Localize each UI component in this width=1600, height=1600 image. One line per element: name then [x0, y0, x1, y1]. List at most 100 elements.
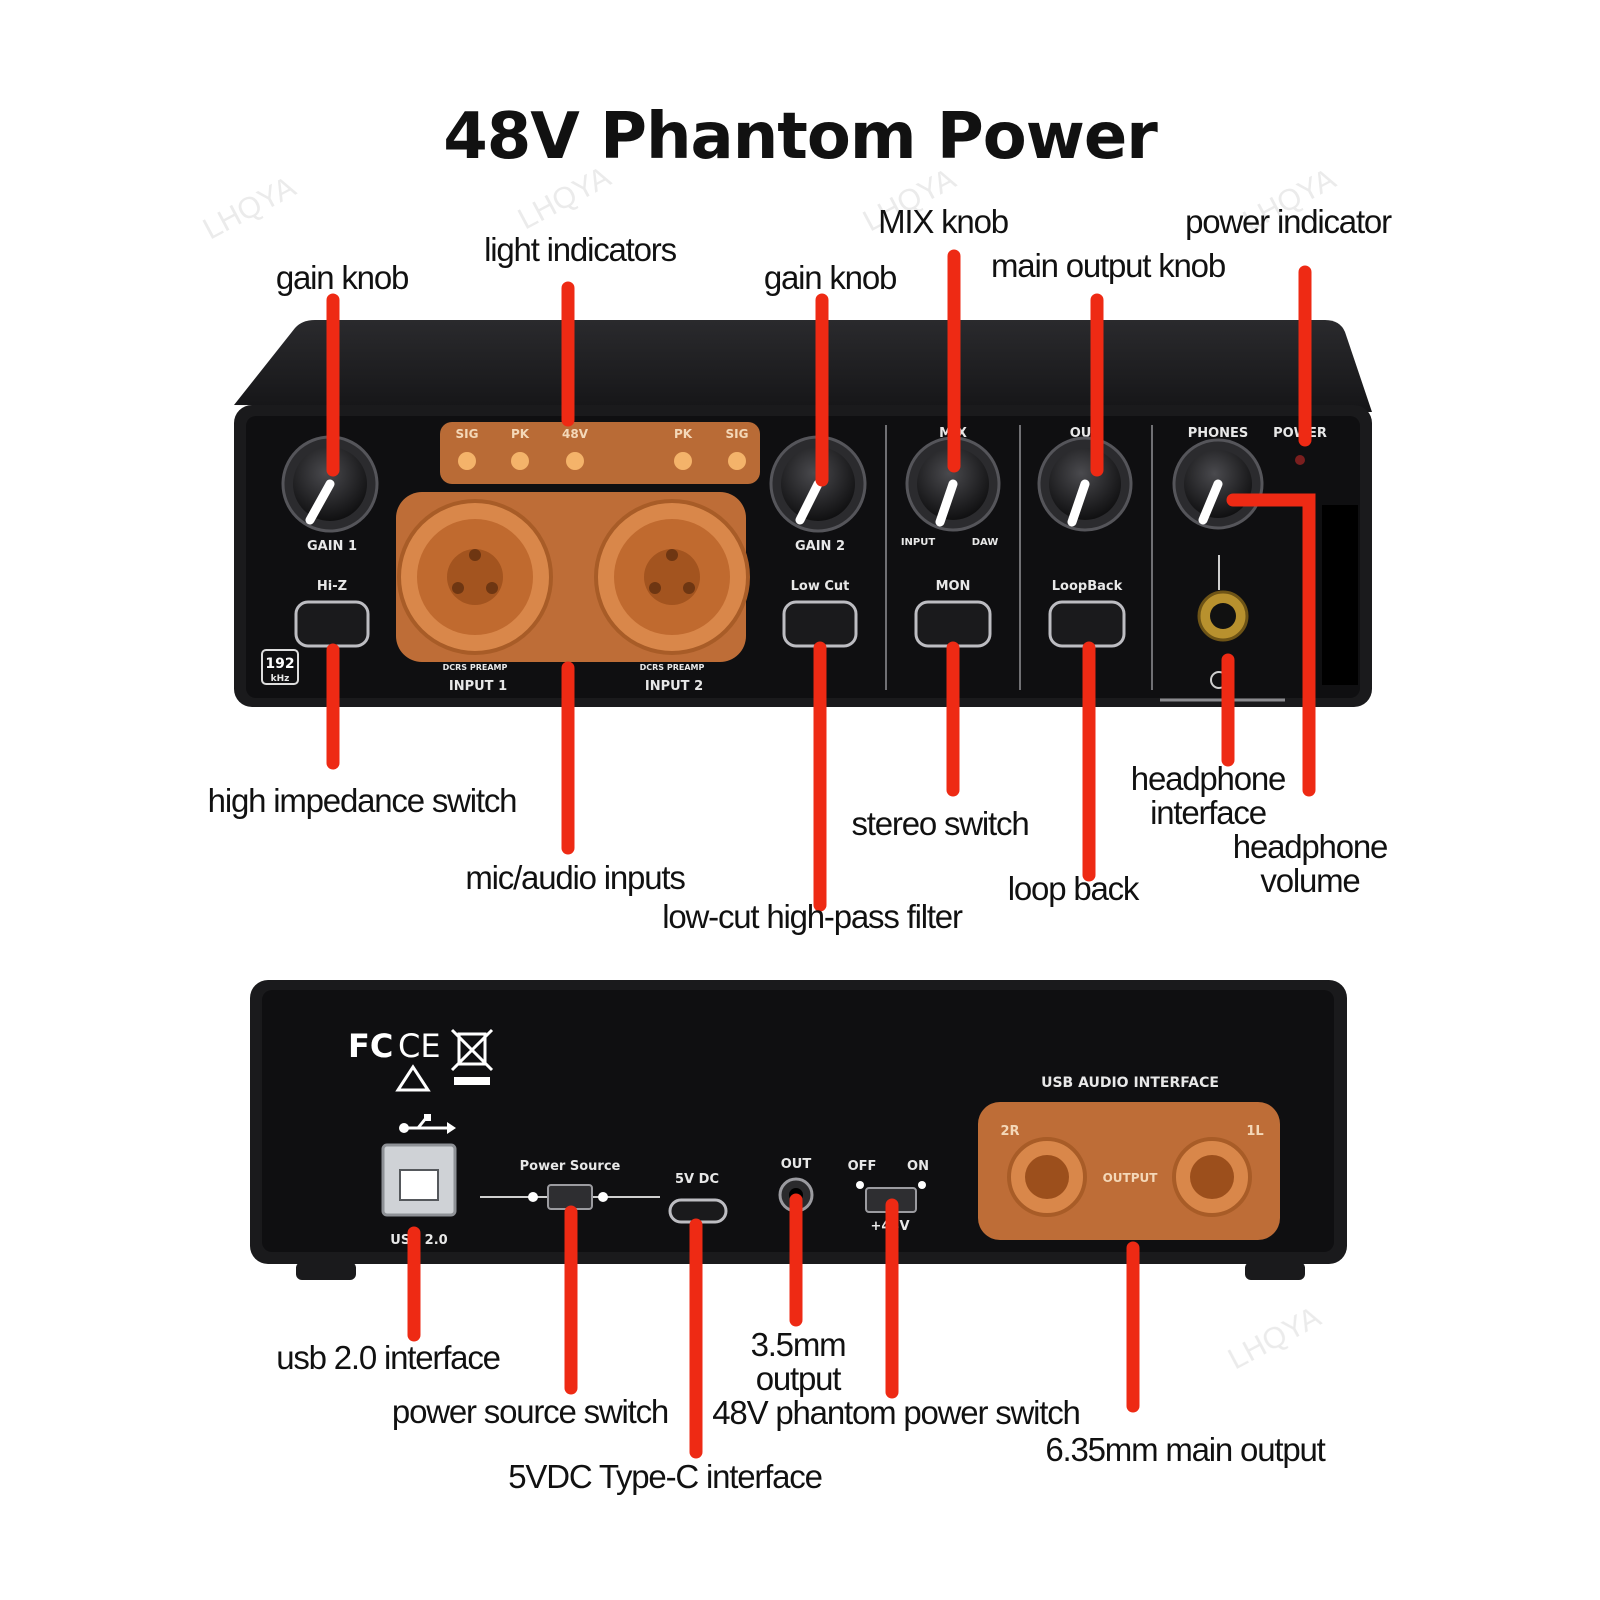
switch-dot [528, 1192, 538, 1202]
out-35-label: OUT [781, 1157, 812, 1172]
callout-labels: gain knob light indicators gain knob MIX… [208, 203, 1394, 1495]
loopback-label: LoopBack [1052, 579, 1123, 594]
loopback-switch[interactable] [1048, 600, 1126, 648]
front-device: 192 kHz GAIN 1 Hi-Z SIG PK 48V PK SIG [234, 320, 1372, 707]
device-foot [296, 1262, 356, 1280]
led-pk-1 [511, 452, 529, 470]
leader-lines [326, 249, 1316, 1459]
knob-pointer [935, 479, 958, 527]
callout-light-indicators: light indicators [484, 231, 676, 268]
led-label-sig-1: SIG [456, 427, 479, 441]
phones-label: PHONES [1188, 426, 1249, 441]
output-1l-jack[interactable] [1172, 1137, 1252, 1217]
input-1-label: INPUT 1 [449, 679, 507, 694]
callout-headphone-volume-line1: headphone [1233, 828, 1387, 865]
led-label-48v: 48V [562, 427, 589, 441]
switch-dot [598, 1192, 608, 1202]
callout-main-output-knob: main output knob [991, 247, 1225, 284]
switch-dot [856, 1181, 864, 1189]
ch-1l-label: 1L [1246, 1124, 1263, 1139]
led-indicators: SIG PK 48V PK SIG [456, 427, 749, 470]
power-source-label: Power Source [520, 1159, 621, 1174]
led-label-pk-2: PK [674, 427, 693, 441]
headphone-volume-knob[interactable] [1172, 438, 1264, 530]
rcm-triangle-icon [395, 1064, 431, 1092]
knob-pointer [305, 479, 335, 525]
on-label: ON [907, 1159, 929, 1174]
hiz-switch[interactable] [294, 600, 370, 648]
switch-dot [918, 1181, 926, 1189]
preamp-label-1: DCRS PREAMP [443, 663, 508, 672]
device-foot [1245, 1262, 1305, 1280]
callout-high-impedance-switch: high impedance switch [208, 782, 517, 819]
power-led [1295, 455, 1305, 465]
mix-daw-label: DAW [972, 537, 999, 548]
knob-pointer [795, 479, 823, 525]
led-strip-overlay [440, 422, 760, 484]
ch-2r-label: 2R [1000, 1124, 1019, 1139]
callout-headphone-interface-line2: interface [1150, 794, 1266, 831]
callout-power-indicator: power indicator [1185, 203, 1392, 240]
input-2-jack[interactable] [594, 499, 750, 655]
mix-input-label: INPUT [901, 537, 936, 548]
output-2r-jack[interactable] [1007, 1137, 1087, 1217]
callout-power-source-switch: power source switch [392, 1393, 668, 1430]
callout-gain-knob-1: gain knob [276, 259, 408, 296]
gain-1-knob[interactable] [281, 435, 379, 533]
ce-mark: CE [398, 1027, 441, 1065]
led-label-sig-2: SIG [726, 427, 749, 441]
knob-pointer [1198, 479, 1223, 525]
typec-port[interactable] [668, 1198, 728, 1224]
badge-192: 192 [265, 656, 294, 672]
hiz-label: Hi-Z [317, 579, 347, 594]
callout-main-output: 6.35mm main output [1045, 1431, 1325, 1468]
usb-b-port[interactable] [381, 1143, 457, 1217]
callout-headphone-interface-line1: headphone [1131, 760, 1285, 797]
off-label: OFF [848, 1159, 877, 1174]
power-source-switch[interactable] [547, 1184, 593, 1210]
callout-35mm-output-line1: 3.5mm [751, 1326, 846, 1363]
led-label-pk-1: PK [511, 427, 530, 441]
led-sig-1 [458, 452, 476, 470]
callout-typec: 5VDC Type-C interface [508, 1458, 822, 1495]
weee-bin-icon [450, 1028, 494, 1085]
callout-loop-back: loop back [1008, 870, 1140, 907]
callout-mix-knob: MIX knob [878, 203, 1008, 240]
callout-usb-interface: usb 2.0 interface [276, 1339, 500, 1376]
input-1-jack[interactable] [397, 499, 553, 655]
input-2-label: INPUT 2 [645, 679, 703, 694]
sample-rate-badge [261, 649, 299, 685]
callout-headphone-volume-line2: volume [1260, 862, 1359, 899]
fc-mark: FC [348, 1027, 393, 1065]
knob-pointer [1067, 479, 1090, 527]
device-top-face [234, 320, 1372, 412]
dc-label: 5V DC [675, 1172, 719, 1187]
headphone-jack[interactable] [1197, 590, 1249, 642]
callout-35mm-output-line2: output [756, 1360, 842, 1397]
led-sig-2 [728, 452, 746, 470]
main-output-knob[interactable] [1037, 436, 1133, 532]
mon-label: MON [936, 579, 971, 594]
gain-2-label: GAIN 2 [795, 539, 845, 554]
usb-audio-label: USB AUDIO INTERFACE [1041, 1075, 1219, 1091]
badge-khz: kHz [271, 674, 290, 684]
mon-switch[interactable] [914, 600, 992, 648]
leader-headphone-volume [1226, 493, 1316, 797]
led-48v [566, 452, 584, 470]
callout-mic-audio-inputs: mic/audio inputs [465, 859, 685, 896]
callout-stereo-switch: stereo switch [852, 805, 1029, 842]
back-device: FC CE USB 2.0 Power Source 5V DC [250, 980, 1347, 1280]
page-title: 48V Phantom Power [443, 100, 1158, 174]
gain-1-label: GAIN 1 [307, 539, 357, 554]
low-cut-switch[interactable] [782, 600, 858, 648]
callout-low-cut-filter: low-cut high-pass filter [662, 898, 963, 935]
mix-knob[interactable] [905, 436, 1001, 532]
watermark-text: LHQYA [1223, 1300, 1326, 1376]
low-cut-label: Low Cut [791, 579, 850, 594]
led-pk-2 [674, 452, 692, 470]
usb-symbol-icon [399, 1114, 456, 1134]
callout-phantom-switch: 48V phantom power switch [712, 1394, 1079, 1431]
side-vent [1322, 505, 1358, 685]
